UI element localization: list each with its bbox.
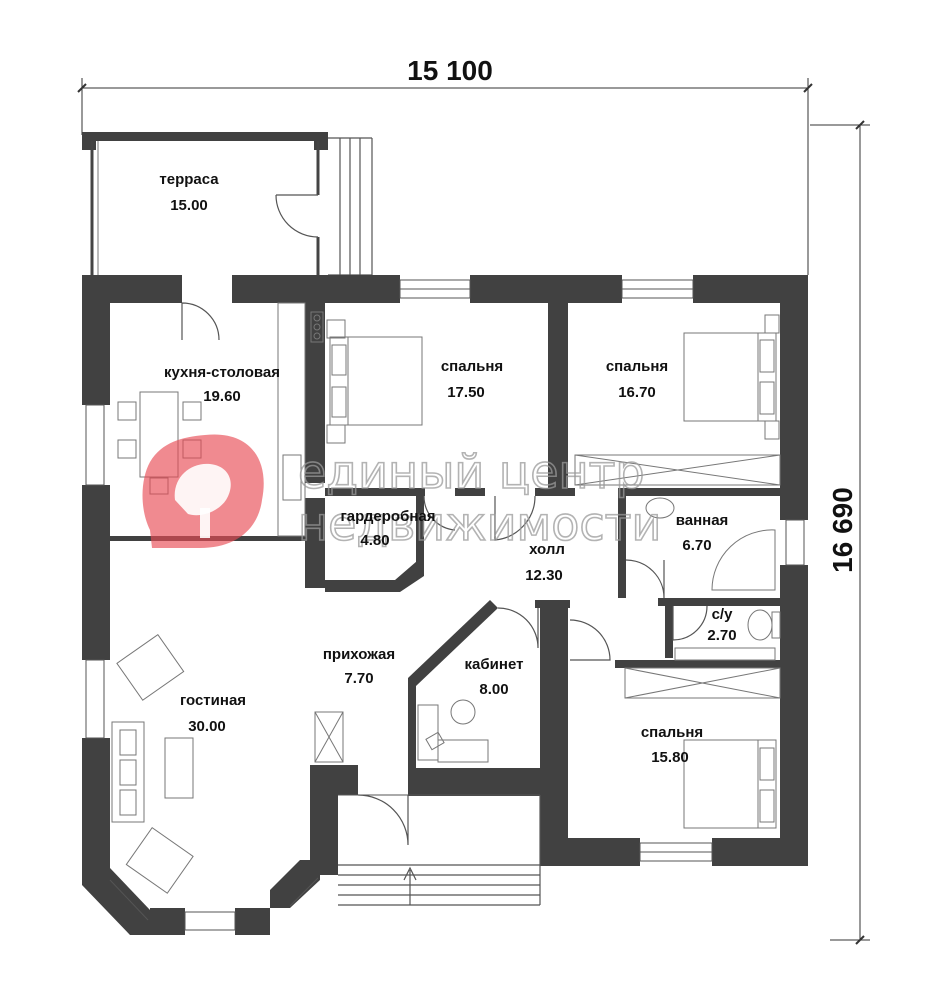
- inner-walls: [110, 303, 780, 770]
- room-bedroom2-name: спальня: [606, 358, 668, 375]
- room-kitchen-area: 19.60: [203, 388, 241, 405]
- room-kitchen-name: кухня-столовая: [164, 364, 280, 381]
- furniture: [111, 302, 781, 894]
- room-bedroom3-area: 15.80: [651, 749, 689, 766]
- room-wc-area: 2.70: [707, 627, 736, 644]
- room-terrace-area: 15.00: [170, 197, 208, 214]
- height-dimension: 16 690: [827, 487, 858, 573]
- room-wc-name: с/у: [712, 606, 734, 623]
- doors: [181, 302, 708, 661]
- room-living-name: гостиная: [180, 692, 246, 709]
- room-living-area: 30.00: [188, 718, 226, 735]
- room-office-name: кабинет: [465, 656, 524, 673]
- room-bedroom1-area: 17.50: [447, 384, 485, 401]
- watermark-line-2: недвижимости: [298, 497, 661, 551]
- room-bedroom3-name: спальня: [641, 724, 703, 741]
- room-wardrobe-area: 4.80: [360, 532, 389, 549]
- room-labels: терраса 15.00 кухня-столовая 19.60 спаль…: [159, 171, 736, 766]
- watermark: единый центр недвижимости: [142, 434, 662, 552]
- room-bathroom-name: ванная: [676, 512, 729, 529]
- room-entrance-area: 7.70: [344, 670, 373, 687]
- room-bedroom2-area: 16.70: [618, 384, 656, 401]
- width-dimension: 15 100: [407, 55, 493, 86]
- dimension-lines: [77, 78, 870, 945]
- room-entrance-name: прихожая: [323, 646, 395, 663]
- outer-walls: [82, 275, 808, 935]
- room-hall-area: 12.30: [525, 567, 563, 584]
- watermark-line-1: единый центр: [298, 445, 645, 499]
- room-hall-name: холл: [529, 541, 565, 558]
- room-bathroom-area: 6.70: [682, 537, 711, 554]
- terrace: [82, 132, 373, 276]
- room-office-area: 8.00: [479, 681, 508, 698]
- room-bedroom1-name: спальня: [441, 358, 503, 375]
- room-terrace-name: терраса: [159, 171, 219, 188]
- room-wardrobe-name: гардеробная: [341, 508, 436, 525]
